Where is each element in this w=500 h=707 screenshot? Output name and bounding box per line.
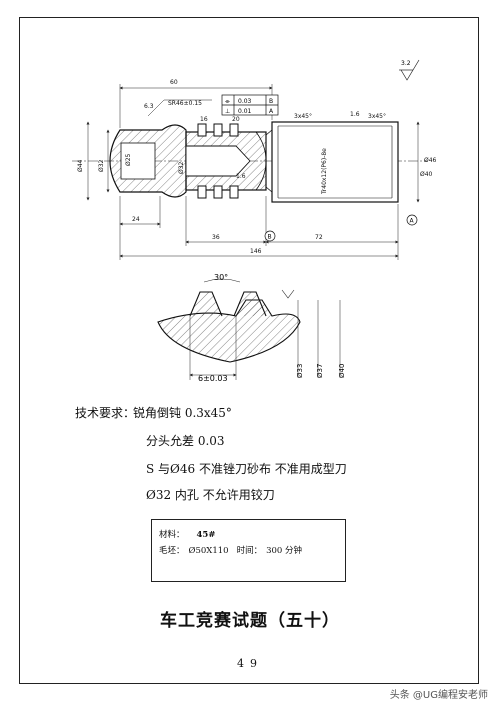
svg-text:⊥: ⊥ — [225, 108, 230, 115]
datum-a: A — [406, 214, 418, 226]
svg-text:A: A — [410, 218, 415, 225]
svg-text:20: 20 — [232, 116, 240, 123]
svg-text:Tr40x12(P6)-8e: Tr40x12(P6)-8e — [321, 148, 328, 195]
requirement-3: S 与Ø46 不准锉刀砂布 不准用成型刀 — [146, 462, 347, 476]
svg-text:B: B — [268, 234, 272, 241]
svg-text:Ø40: Ø40 — [338, 364, 346, 378]
part-drawing: 3.2 — [72, 59, 437, 383]
svg-text:1.6: 1.6 — [236, 173, 246, 180]
svg-text:0.01: 0.01 — [238, 108, 252, 115]
svg-text:30°: 30° — [214, 273, 228, 282]
svg-text:24: 24 — [132, 216, 140, 223]
requirements-label: 技术要求： — [75, 406, 136, 420]
svg-text:6±0.03: 6±0.03 — [198, 374, 228, 383]
requirement-4: Ø32 内孔 不允许用铰刀 — [146, 488, 275, 502]
svg-text:Ø25: Ø25 — [125, 153, 132, 166]
svg-text:146: 146 — [250, 248, 262, 255]
gdt-frame: ⌯ 0.03 B ⊥ 0.01 A — [221, 94, 279, 116]
svg-text:B: B — [269, 98, 273, 105]
svg-text:3.2: 3.2 — [401, 60, 411, 67]
svg-text:⌯: ⌯ — [225, 98, 230, 105]
dimension-lines — [86, 84, 420, 260]
blank-value: Ø50X110 — [188, 546, 229, 556]
dimension-texts: 60 SR46±0.15 146 36 72 24 3x45° 3x45° 1.… — [77, 79, 437, 255]
ball-head — [109, 124, 187, 198]
svg-text:6.3: 6.3 — [144, 103, 154, 110]
svg-text:0.03: 0.03 — [238, 98, 252, 105]
grooved-section — [185, 123, 267, 199]
svg-text:SR46±0.15: SR46±0.15 — [168, 100, 202, 107]
svg-text:16: 16 — [200, 116, 208, 123]
svg-text:1.6: 1.6 — [350, 111, 360, 118]
material-box: 材料： 45# 毛坯：Ø50X110 时间：300 分钟 — [151, 519, 346, 582]
material-value: 45# — [196, 530, 216, 540]
svg-text:Ø37: Ø37 — [316, 364, 324, 378]
thread-shank — [265, 121, 399, 203]
requirement-2: 分头允差 0.03 — [146, 434, 225, 448]
svg-text:3x45°: 3x45° — [294, 113, 312, 120]
svg-text:3x45°: 3x45° — [368, 113, 386, 120]
blank-label: 毛坯： — [159, 546, 185, 556]
time-label: 时间： — [236, 546, 263, 556]
blank-row: 毛坯：Ø50X110 时间：300 分钟 — [159, 544, 302, 556]
svg-text:Ø32: Ø32 — [178, 161, 185, 174]
svg-text:Ø46: Ø46 — [424, 157, 437, 164]
svg-text:Ø40: Ø40 — [420, 171, 433, 178]
svg-text:72: 72 — [315, 234, 323, 241]
material-row: 材料： 45# — [159, 528, 215, 540]
drawing-frame — [19, 17, 479, 684]
svg-text:Ø44: Ø44 — [77, 159, 84, 172]
roughness-symbol: 3.2 — [399, 59, 420, 81]
svg-text:60: 60 — [170, 79, 178, 86]
material-label: 材料： — [159, 530, 185, 540]
svg-text:Ø33: Ø33 — [296, 364, 304, 378]
page-title: 车工竞赛试题（五十） — [160, 611, 340, 631]
watermark: 头条 @UG编程安老师 — [389, 690, 488, 701]
time-value: 300 分钟 — [266, 546, 303, 556]
svg-text:A: A — [269, 108, 274, 115]
datum-b: B — [264, 230, 276, 242]
svg-text:Ø32: Ø32 — [98, 159, 105, 172]
svg-text:36: 36 — [212, 234, 220, 241]
thread-detail: 6±0.03 30° Ø33 Ø37 Ø40 — [157, 273, 346, 383]
page-number: 49 — [237, 657, 263, 670]
requirement-1: 锐角倒钝 0.3x45° — [133, 406, 232, 420]
